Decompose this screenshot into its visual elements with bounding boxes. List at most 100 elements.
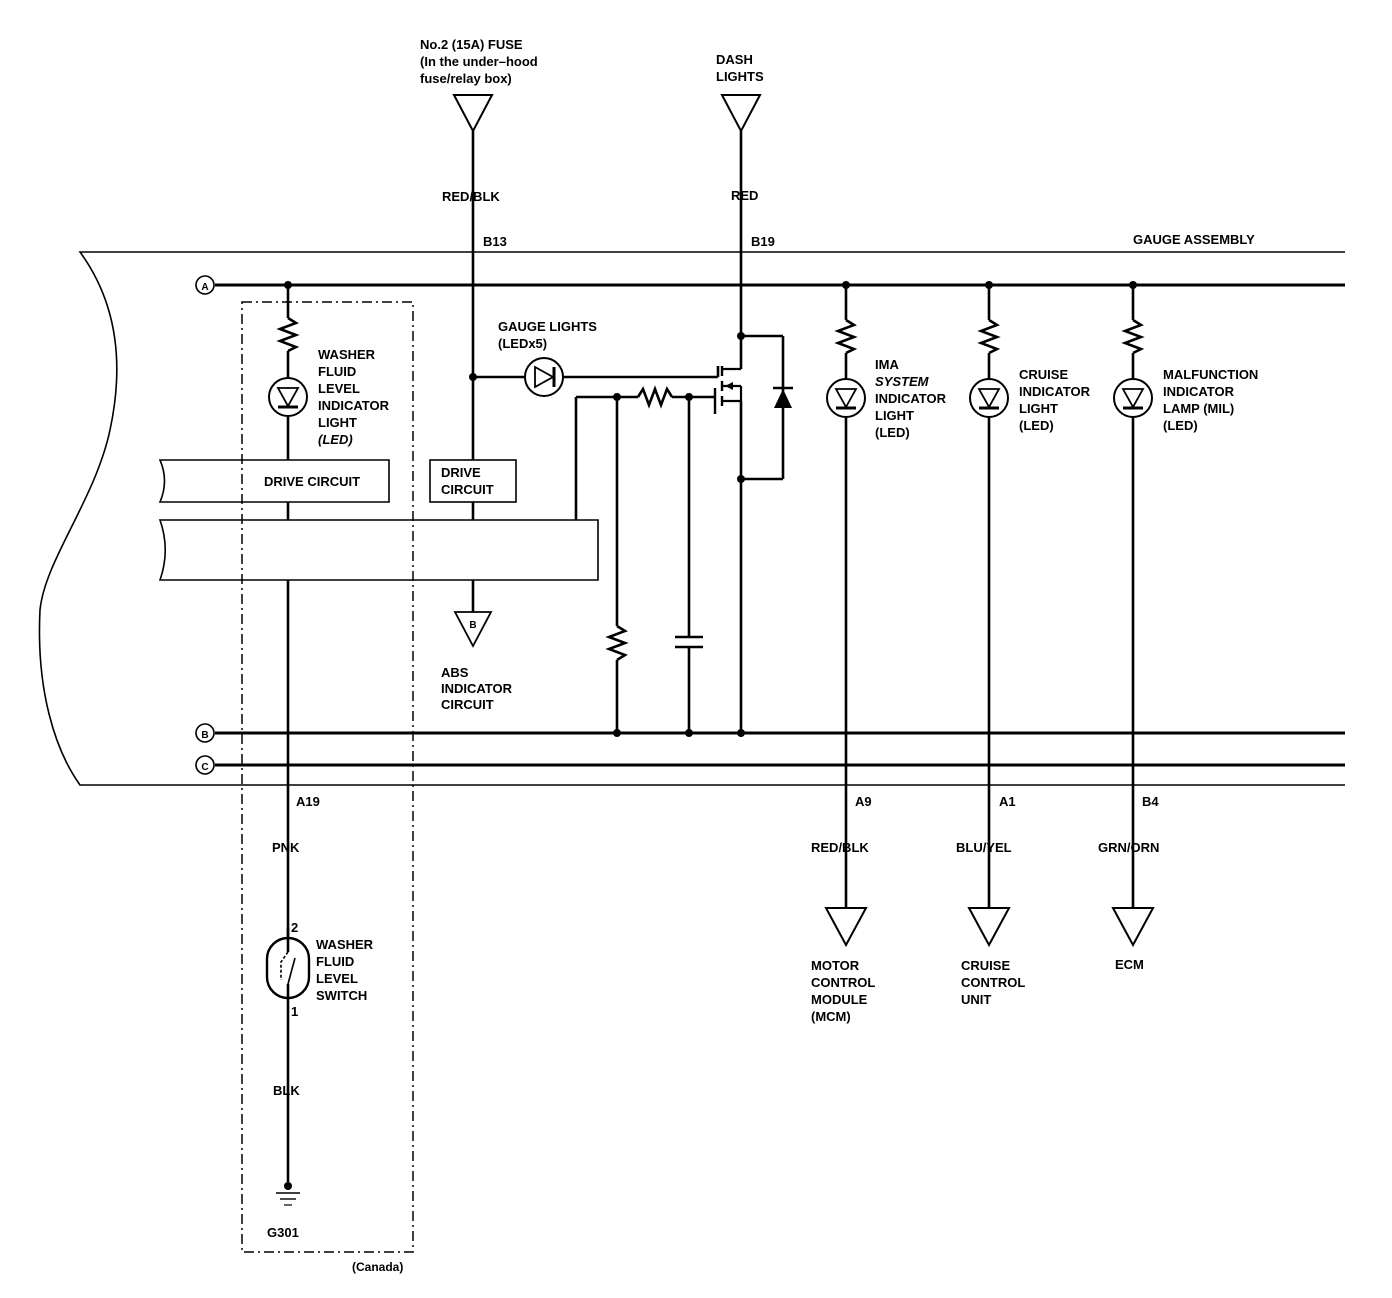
dash-lights-arrow-icon: [720, 94, 762, 134]
ima-wire-color: RED/BLK: [811, 840, 869, 855]
fuse-arrow-icon: [452, 94, 494, 134]
connector-a9: A9: [855, 794, 872, 809]
cruise-unit-label-1: CRUISE: [961, 958, 1010, 973]
washer-switch-label-1: WASHER: [316, 937, 374, 952]
switch-pin-1: 1: [291, 1004, 298, 1019]
cruise-light-label-2: INDICATOR: [1019, 384, 1091, 399]
abs-label-3: CIRCUIT: [441, 697, 494, 712]
mil-resistor: [1121, 318, 1145, 355]
fuse-label-1: No.2 (15A) FUSE: [420, 37, 523, 52]
junction-dot: [685, 729, 693, 737]
bus-lines: [215, 283, 1345, 767]
washer-switch-section: A19 PNK 2 1 WASHER FLUID LEVEL SWITCH BL…: [265, 794, 374, 1240]
washer-light-label-5: LIGHT: [318, 415, 357, 430]
bus-c-marker: C: [195, 755, 215, 775]
cruise-resistor: [977, 318, 1001, 355]
ima-label-2: SYSTEM: [875, 374, 930, 389]
junction-dot: [613, 729, 621, 737]
washer-light-label-6: (LED): [318, 432, 353, 447]
cruise-unit-label-3: UNIT: [961, 992, 991, 1007]
ground-icon: [276, 1182, 300, 1206]
dash-lights-label-1: DASH: [716, 52, 753, 67]
cruise-branch: CRUISE INDICATOR LIGHT (LED) A1 BLU/YEL …: [956, 281, 1091, 1007]
ima-led-icon: [826, 378, 866, 418]
washer-light-label-2: FLUID: [318, 364, 356, 379]
mil-wire-color: GRN/ORN: [1098, 840, 1159, 855]
dash-lights-wire-color: RED: [731, 188, 758, 203]
canada-label: (Canada): [352, 1260, 403, 1274]
washer-light-label-3: LEVEL: [318, 381, 360, 396]
washer-switch-label-3: LEVEL: [316, 971, 358, 986]
dimming-control: [574, 366, 743, 737]
ima-label-3: INDICATOR: [875, 391, 947, 406]
washer-light-label-1: WASHER: [318, 347, 376, 362]
ecm-arrow-icon: [1111, 907, 1155, 948]
drive-circuit-mid-box: DRIVE CIRCUIT: [429, 459, 517, 503]
bus-b-marker: B: [195, 723, 215, 743]
fuse-feed: No.2 (15A) FUSE (In the under–hood fuse/…: [420, 37, 538, 712]
connector-b4: B4: [1142, 794, 1159, 809]
mil-label-4: (LED): [1163, 418, 1198, 433]
ecm-label: ECM: [1115, 957, 1144, 972]
drive-circuit-mid-label-2: CIRCUIT: [441, 482, 494, 497]
washer-light-label-4: INDICATOR: [318, 398, 390, 413]
dash-lights-label-2: LIGHTS: [716, 69, 764, 84]
lower-drive-box: [158, 519, 599, 581]
capacitor-icon: [675, 635, 703, 649]
cruise-unit-arrow-icon: [967, 907, 1011, 948]
mil-label-3: LAMP (MIL): [1163, 401, 1234, 416]
drive-circuit-mid-label-1: DRIVE: [441, 465, 481, 480]
washer-switch-label-4: SWITCH: [316, 988, 367, 1003]
gauge-assembly-outline: [38, 251, 1345, 786]
mosfet-icon: [713, 366, 743, 414]
bus-c-letter: C: [201, 762, 208, 773]
mcm-label-4: (MCM): [811, 1009, 851, 1024]
ima-resistor: [834, 318, 858, 355]
junction-dot: [737, 729, 745, 737]
bus-b-letter: B: [201, 730, 208, 741]
cruise-unit-label-2: CONTROL: [961, 975, 1025, 990]
abs-connector-letter: B: [469, 620, 476, 631]
mil-label-2: INDICATOR: [1163, 384, 1235, 399]
mcm-label-1: MOTOR: [811, 958, 860, 973]
connector-b19: B19: [751, 234, 775, 249]
mil-label-1: MALFUNCTION: [1163, 367, 1258, 382]
washer-wire-color: PNK: [272, 840, 300, 855]
mil-branch: MALFUNCTION INDICATOR LAMP (MIL) (LED) B…: [1098, 281, 1258, 972]
washer-light-resistor: [276, 316, 300, 353]
cruise-light-label-4: (LED): [1019, 418, 1054, 433]
mil-led-icon: [1113, 378, 1153, 418]
drive-circuit-left-box: DRIVE CIRCUIT: [158, 459, 390, 503]
drive-circuit-left-label: DRIVE CIRCUIT: [264, 474, 360, 489]
gauge-lights-label-1: GAUGE LIGHTS: [498, 319, 597, 334]
cruise-light-label-3: LIGHT: [1019, 401, 1058, 416]
gate-resistor: [636, 385, 674, 409]
abs-connector-icon: B: [453, 611, 493, 648]
connector-b13: B13: [483, 234, 507, 249]
dash-lights-feed: DASH LIGHTS RED B19: [716, 52, 793, 737]
washer-switch-icon: [265, 928, 311, 1010]
mcm-label-3: MODULE: [811, 992, 868, 1007]
abs-label-2: INDICATOR: [441, 681, 513, 696]
washer-led-icon: [268, 377, 308, 417]
gauge-lights-led-icon: [524, 357, 564, 397]
pulldown-resistor: [605, 624, 629, 662]
ima-label-4: LIGHT: [875, 408, 914, 423]
bus-a-letter: A: [201, 282, 208, 293]
connector-a19: A19: [296, 794, 320, 809]
washer-branch: WASHER FLUID LEVEL INDICATOR LIGHT (LED): [268, 281, 390, 940]
gauge-lights-label-2: (LEDx5): [498, 336, 547, 351]
mcm-arrow-icon: [824, 907, 868, 948]
ground-wire-color: BLK: [273, 1083, 300, 1098]
washer-switch-label-2: FLUID: [316, 954, 354, 969]
cruise-led-icon: [969, 378, 1009, 418]
mcm-label-2: CONTROL: [811, 975, 875, 990]
cruise-light-label-1: CRUISE: [1019, 367, 1068, 382]
ground-point-label: G301: [267, 1225, 299, 1240]
zener-diode-icon: [773, 386, 793, 408]
gauge-lights: GAUGE LIGHTS (LEDx5): [473, 319, 720, 397]
gauge-assembly-label: GAUGE ASSEMBLY: [1133, 232, 1255, 247]
cruise-wire-color: BLU/YEL: [956, 840, 1012, 855]
canada-dashed-box: [241, 301, 414, 1253]
